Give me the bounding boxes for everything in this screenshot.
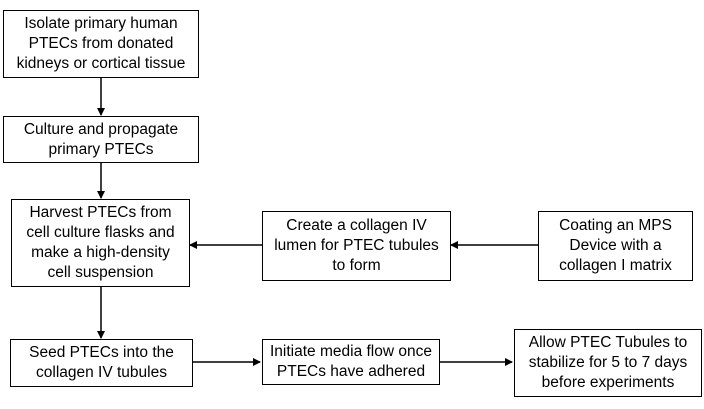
step-seed-box: Seed PTECs into the collagen IV tubules — [10, 339, 193, 387]
step-media-box: Initiate media flow once PTECs have adhe… — [262, 339, 440, 385]
step-stabilize-box: Allow PTEC Tubules to stabilize for 5 to… — [514, 329, 702, 397]
step-harvest-box: Harvest PTECs from cell culture flasks a… — [11, 199, 190, 287]
step-coating-box: Coating an MPS Device with a collagen I … — [538, 211, 693, 281]
step-collagen-iv-box: Create a collagen IV lumen for PTEC tubu… — [262, 211, 451, 281]
step-isolate-box: Isolate primary human PTECs from donated… — [3, 10, 199, 78]
step-culture-box: Culture and propagate primary PTECs — [3, 116, 199, 163]
